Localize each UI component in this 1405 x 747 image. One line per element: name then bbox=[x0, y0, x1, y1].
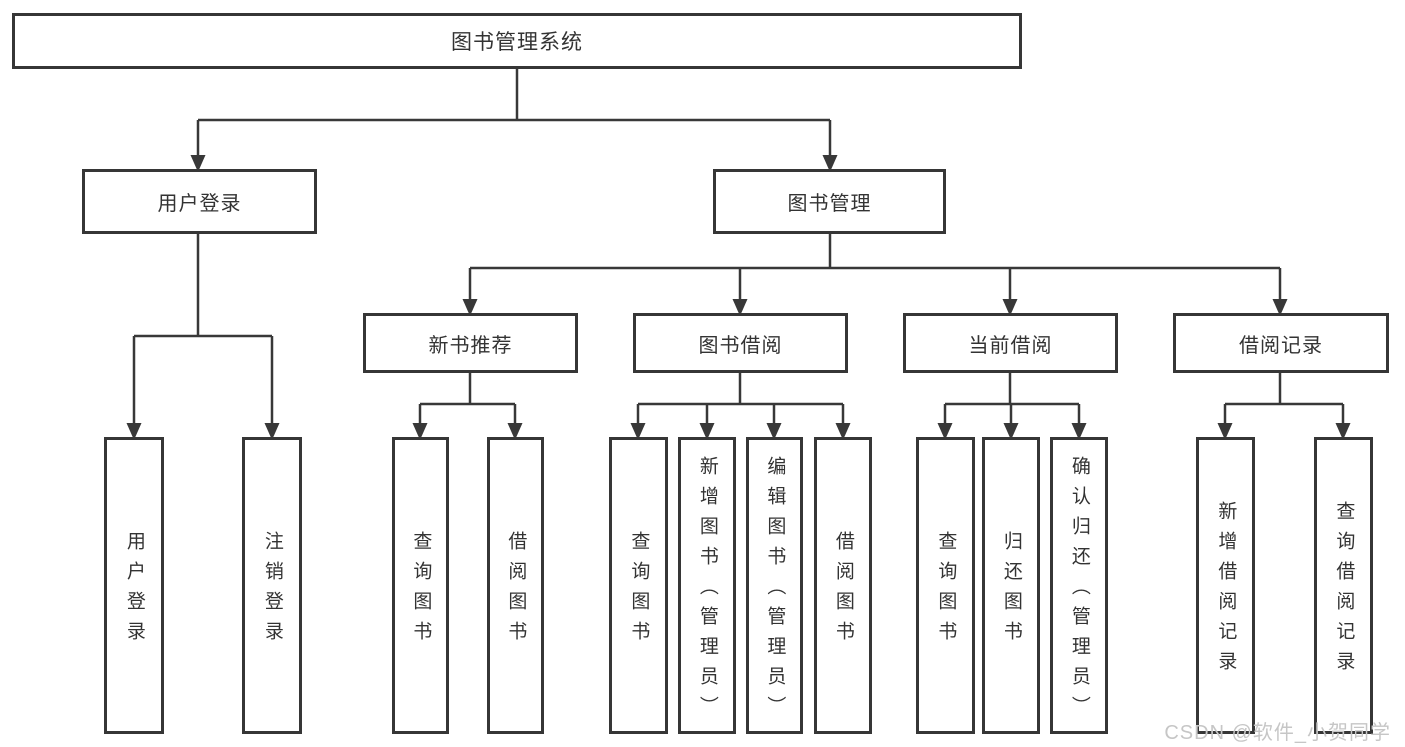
connector-book-borrow bbox=[630, 371, 851, 440]
node-root-label: 图书管理系统 bbox=[451, 31, 583, 54]
leaf-recommend-query-book: 查询图书 bbox=[392, 437, 449, 734]
connector-book-management bbox=[462, 232, 1288, 316]
arrowhead bbox=[732, 299, 748, 316]
leaf-logout: 注销登录 bbox=[242, 437, 302, 734]
connector-root-to-level2 bbox=[190, 68, 838, 172]
node-book-borrow-label: 图书借阅 bbox=[698, 334, 783, 357]
arrowhead bbox=[835, 423, 851, 440]
arrowhead bbox=[412, 423, 428, 440]
leaf-borrow-add-book-admin: 新增图书（管理员） bbox=[678, 437, 736, 734]
arrowhead bbox=[462, 299, 478, 316]
connector-borrow-record bbox=[1217, 371, 1351, 440]
node-borrow-record-label: 借阅记录 bbox=[1239, 334, 1323, 357]
arrowhead bbox=[937, 423, 953, 440]
leaf-borrow-borrow-book: 借阅图书 bbox=[814, 437, 872, 734]
leaf-record-query-borrow-record: 查询借阅记录 bbox=[1314, 437, 1373, 734]
arrowhead bbox=[1217, 423, 1233, 440]
leaf-recommend-borrow-book: 借阅图书 bbox=[487, 437, 544, 734]
node-new-book-recommend-label: 新书推荐 bbox=[428, 334, 513, 357]
connector-new-book bbox=[412, 371, 523, 440]
arrowhead bbox=[822, 155, 838, 172]
node-new-book-recommend: 新书推荐 bbox=[363, 313, 578, 373]
arrowhead bbox=[126, 423, 142, 440]
arrowhead bbox=[1003, 423, 1019, 440]
arrowhead bbox=[507, 423, 523, 440]
arrowhead bbox=[630, 423, 646, 440]
node-current-borrow-label: 当前借阅 bbox=[968, 334, 1053, 357]
leaf-current-confirm-return-admin: 确认归还（管理员） bbox=[1050, 437, 1108, 734]
node-current-borrow: 当前借阅 bbox=[903, 313, 1118, 373]
arrowhead bbox=[1335, 423, 1351, 440]
node-book-borrow: 图书借阅 bbox=[633, 313, 848, 373]
leaf-borrow-query-book: 查询图书 bbox=[609, 437, 668, 734]
node-borrow-record: 借阅记录 bbox=[1173, 313, 1389, 373]
watermark: CSDN @软件_小贺同学 bbox=[1164, 722, 1391, 744]
arrowhead bbox=[1272, 299, 1288, 316]
leaf-user-login: 用户登录 bbox=[104, 437, 164, 734]
connector-user-login bbox=[126, 232, 280, 440]
leaf-borrow-edit-book-admin: 编辑图书（管理员） bbox=[746, 437, 803, 734]
leaf-current-query-book: 查询图书 bbox=[916, 437, 975, 734]
arrowhead bbox=[190, 155, 206, 172]
arrowhead bbox=[1071, 423, 1087, 440]
node-user-login-label: 用户登录 bbox=[157, 193, 242, 215]
arrowhead bbox=[766, 423, 782, 440]
node-book-management-label: 图书管理 bbox=[787, 193, 872, 215]
arrowhead bbox=[1002, 299, 1018, 316]
node-user-login: 用户登录 bbox=[82, 169, 317, 234]
connector-current-borrow bbox=[937, 371, 1087, 440]
leaf-current-return-book: 归还图书 bbox=[982, 437, 1040, 734]
arrowhead bbox=[699, 423, 715, 440]
node-root: 图书管理系统 bbox=[12, 13, 1022, 69]
node-book-management: 图书管理 bbox=[713, 169, 946, 234]
leaf-record-add-borrow-record: 新增借阅记录 bbox=[1196, 437, 1255, 734]
arrowhead bbox=[264, 423, 280, 440]
